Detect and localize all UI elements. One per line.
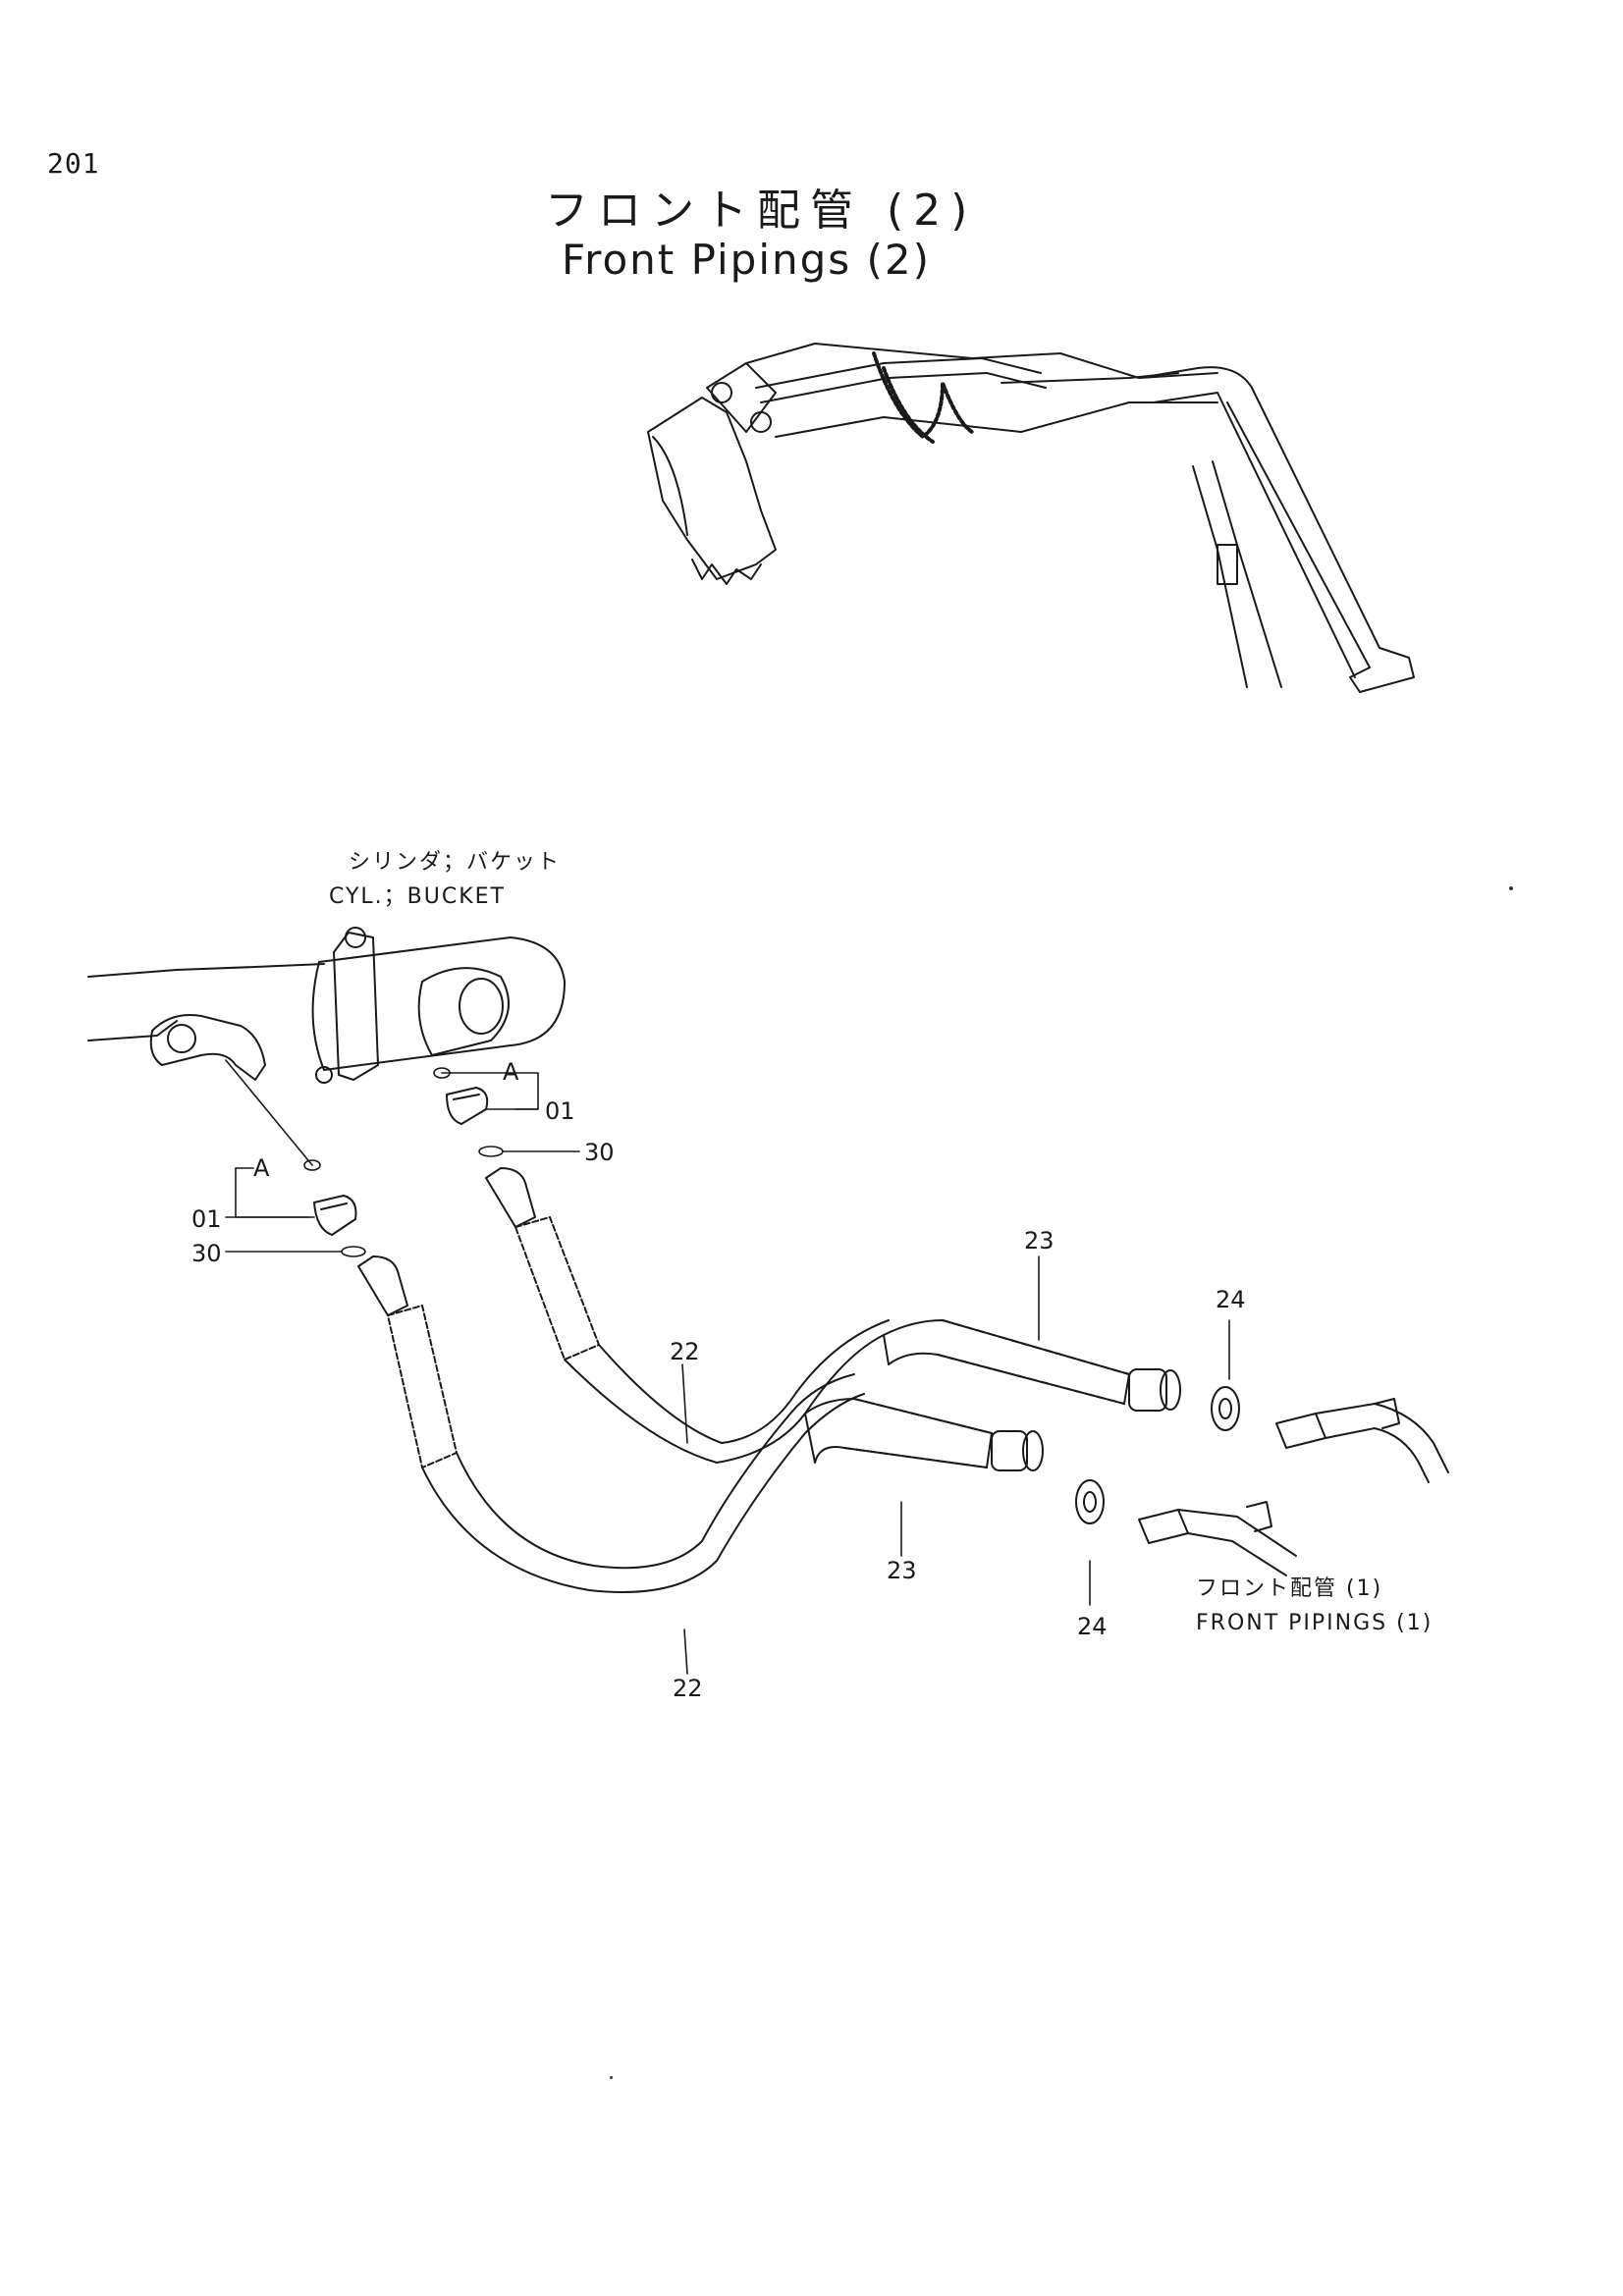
page-title-japanese: フロント配管 (2) xyxy=(545,186,978,236)
bucket-outline xyxy=(647,397,777,580)
leader-lines xyxy=(225,1059,1230,1675)
cylinder-end xyxy=(417,967,510,1056)
scan-speck xyxy=(1509,886,1513,890)
fitting-01-upper xyxy=(446,1087,489,1125)
cylinder-clamp xyxy=(333,932,379,1081)
overview-hoses xyxy=(872,351,974,439)
callout-part-22-upper: 22 xyxy=(670,1338,700,1365)
hose-23-lower xyxy=(804,1398,1044,1471)
callout-part-01-lower: 01 xyxy=(191,1205,222,1233)
callout-part-22-lower: 22 xyxy=(673,1675,703,1702)
scan-speck xyxy=(610,2076,613,2079)
front-pipings-ref-jp: フロント配管 (1) xyxy=(1196,1576,1383,1601)
fitting-01-lower xyxy=(313,1195,357,1236)
hose-23-upper xyxy=(883,1319,1181,1412)
front-piping-connector-lower xyxy=(1138,1501,1297,1576)
boom-cylinder xyxy=(1192,465,1248,688)
callout-part-23-lower: 23 xyxy=(887,1557,917,1584)
page-number: 201 xyxy=(47,147,100,180)
arm-outline xyxy=(745,343,1218,379)
bucket-cylinder xyxy=(755,357,1042,389)
bucket-link xyxy=(706,362,777,433)
callout-part-24-upper: 24 xyxy=(1216,1286,1246,1313)
hose-22-lower-boot xyxy=(387,1305,458,1468)
front-pipings-ref-en: FRONT PIPINGS (1) xyxy=(1196,1611,1434,1635)
callout-a-upper: A xyxy=(503,1058,519,1086)
hose-22-upper-boot xyxy=(514,1216,600,1361)
washer-24-lower xyxy=(1075,1479,1105,1524)
boom-outline xyxy=(1138,366,1415,693)
cylinder-tube xyxy=(318,936,566,1071)
callout-part-30-upper: 30 xyxy=(584,1139,615,1166)
callout-part-30-lower: 30 xyxy=(191,1240,222,1267)
bucket-cylinder-label-en: CYL.；BUCKET xyxy=(329,884,506,909)
bucket-teeth xyxy=(691,559,762,585)
bucket-cylinder-label-jp: シリンダ；バケット xyxy=(349,850,562,875)
hose-22-lower xyxy=(357,1255,865,1593)
page-title-english: Front Pipings (2) xyxy=(562,236,931,284)
callout-part-01-upper: 01 xyxy=(545,1097,575,1125)
washer-24-upper xyxy=(1211,1386,1240,1431)
front-piping-connector-upper xyxy=(1275,1398,1449,1483)
callout-part-23-upper: 23 xyxy=(1024,1227,1055,1255)
bucket-cylinder-detail xyxy=(87,927,566,1084)
hose-22-upper xyxy=(485,1167,890,1464)
excavator-front-overview xyxy=(647,343,1415,693)
callout-a-lower: A xyxy=(253,1154,270,1182)
cylinder-port-elbow xyxy=(149,1014,266,1081)
callout-part-24-lower: 24 xyxy=(1077,1613,1108,1640)
